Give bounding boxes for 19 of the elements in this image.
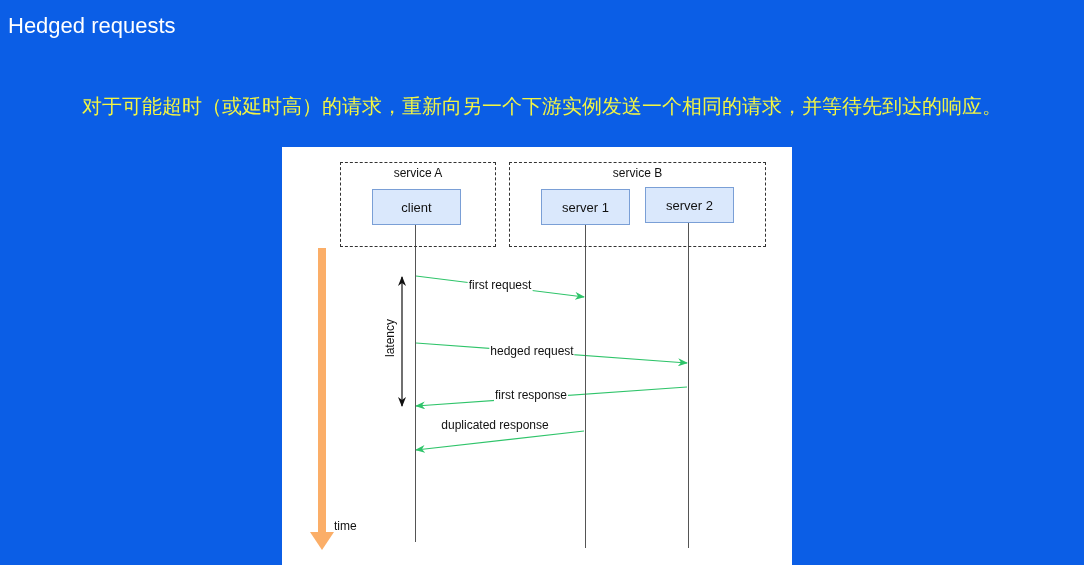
lifeline-box: client bbox=[372, 189, 461, 225]
service-boundary bbox=[509, 162, 766, 247]
lifeline-box: server 1 bbox=[541, 189, 630, 225]
edge-label: duplicated response bbox=[440, 418, 550, 432]
boundary-heading: service A bbox=[392, 166, 444, 180]
lifeline-box: server 2 bbox=[645, 187, 734, 223]
edge-label: first request bbox=[467, 278, 533, 292]
axis-label: time bbox=[334, 519, 357, 533]
edge-label: first response bbox=[494, 388, 568, 402]
service-boundary bbox=[340, 162, 496, 247]
lifeline bbox=[687, 222, 689, 548]
lifeline bbox=[414, 224, 416, 542]
boundary-heading: service B bbox=[611, 166, 664, 180]
description-text: 对于可能超时（或延时高）的请求，重新向另一个下游实例发送一个相同的请求，并等待先到达的响应。 bbox=[81, 93, 1003, 120]
lifeline bbox=[584, 224, 586, 548]
message-arrow bbox=[415, 430, 585, 453]
axis-label: latency bbox=[383, 319, 397, 357]
slide-title: Hedged requests bbox=[8, 13, 176, 39]
edge-label: hedged request bbox=[489, 344, 575, 358]
